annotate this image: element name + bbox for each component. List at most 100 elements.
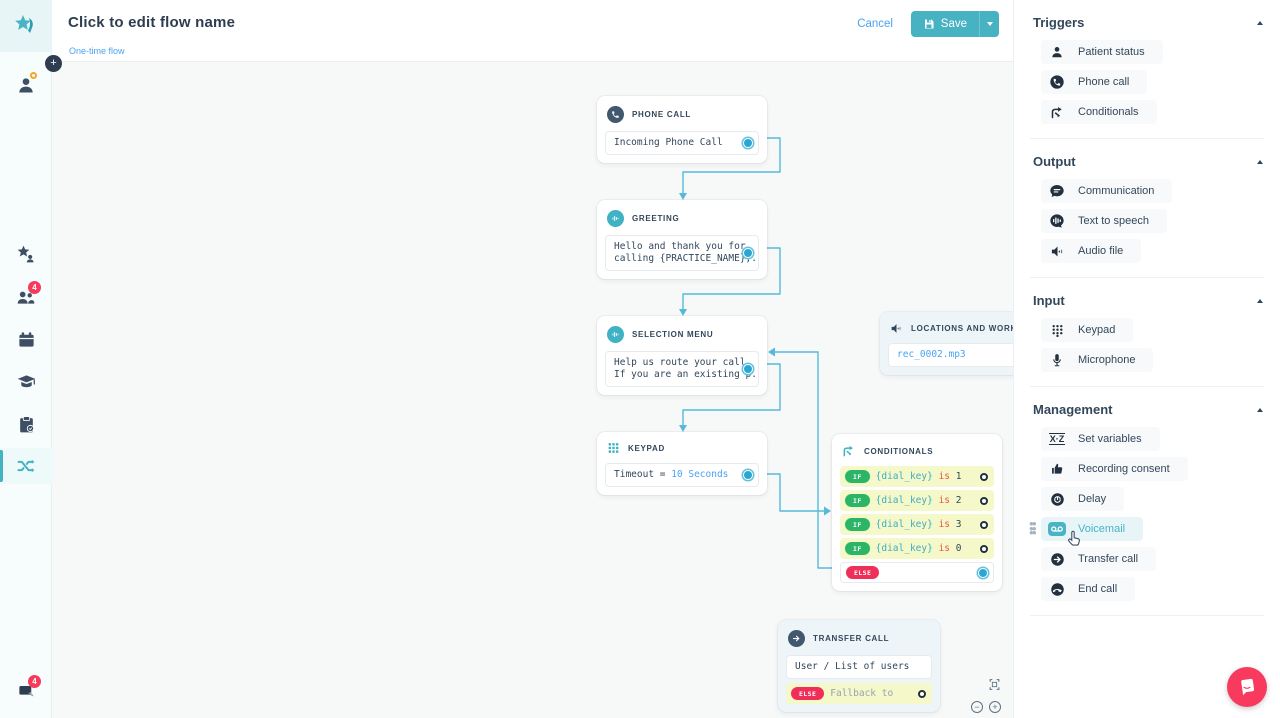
keypad-timeout-row[interactable]: Timeout = 10 Seconds <box>605 463 759 487</box>
audio-file-icon <box>1048 242 1066 260</box>
zoom-in-button[interactable]: + <box>989 701 1001 713</box>
else-row[interactable]: ELSE <box>840 562 994 583</box>
node-title: LOCATIONS AND WORKING HOURS <box>911 324 1013 333</box>
greeting-row[interactable]: Hello and thank you for calling {PRACTIC… <box>605 235 759 271</box>
node-title: GREETING <box>632 214 680 223</box>
condition-row[interactable]: IF {dial_key} is 3 <box>840 514 994 535</box>
set-variables-icon: X·Z <box>1048 433 1066 445</box>
save-dropdown-button[interactable] <box>979 11 999 37</box>
left-sidebar: 4 4 <box>0 0 52 718</box>
condition-row[interactable]: IF {dial_key} is 1 <box>840 466 994 487</box>
sidebar-item-patients[interactable]: 4 <box>0 279 52 315</box>
output-port[interactable] <box>744 471 752 479</box>
node-phone-call[interactable]: PHONE CALL Incoming Phone Call <box>597 96 767 163</box>
section-title: Output <box>1033 154 1076 169</box>
phone-call-row[interactable]: Incoming Phone Call <box>605 131 759 155</box>
transfer-fallback-row[interactable]: ELSE Fallback to <box>786 683 932 704</box>
drag-handle-icon[interactable]: ●●●●●● <box>1029 519 1037 537</box>
node-greeting[interactable]: GREETING Hello and thank you for calling… <box>597 200 767 279</box>
patients-badge: 4 <box>28 281 41 294</box>
palette-item-text-to-speech[interactable]: Text to speech <box>1041 209 1280 233</box>
zoom-out-button[interactable]: − <box>971 701 983 713</box>
if-pill: IF <box>845 518 870 531</box>
output-port[interactable] <box>744 249 752 257</box>
support-chat-button[interactable] <box>1227 667 1267 707</box>
sidebar-item-calendar[interactable] <box>0 321 52 357</box>
phone-call-row-text: Incoming Phone Call <box>614 137 723 148</box>
output-port[interactable] <box>979 568 987 577</box>
flows-shuffle-icon <box>17 459 35 473</box>
timeout-value[interactable]: 10 Seconds <box>671 469 729 480</box>
if-pill: IF <box>845 494 870 507</box>
node-title: TRANSFER CALL <box>813 634 890 643</box>
conditionals-icon <box>1048 103 1066 121</box>
output-port[interactable] <box>744 139 752 147</box>
flow-name-input[interactable]: Click to edit flow name <box>68 14 236 31</box>
collapse-caret-icon[interactable] <box>1257 298 1263 303</box>
output-port-empty[interactable] <box>980 496 988 505</box>
patients-group-icon <box>17 291 35 304</box>
block-palette: Triggers Patient status Phone call Condi… <box>1013 0 1280 718</box>
palette-item-audio-file[interactable]: Audio file <box>1041 239 1280 263</box>
else-pill: ELSE <box>846 566 880 579</box>
greeting-line1: Hello and thank you for <box>614 241 746 252</box>
palette-item-recording-consent[interactable]: Recording consent <box>1041 457 1280 481</box>
node-conditionals[interactable]: CONDITIONALS IF {dial_key} is 1 IF {dial… <box>832 434 1002 591</box>
timeout-label: Timeout = <box>614 469 672 480</box>
palette-item-end-call[interactable]: End call <box>1041 577 1280 601</box>
output-port-empty[interactable] <box>980 520 988 529</box>
output-port-empty[interactable] <box>980 544 988 553</box>
output-port[interactable] <box>744 365 752 373</box>
add-node-button[interactable]: + <box>45 55 62 72</box>
logo-star-icon <box>15 15 33 33</box>
flow-type-link[interactable]: One-time flow <box>69 46 125 56</box>
flow-canvas[interactable]: PHONE CALL Incoming Phone Call GREETING … <box>52 62 1013 718</box>
patient-status-icon <box>1048 43 1066 61</box>
palette-item-keypad[interactable]: Keypad <box>1041 318 1280 342</box>
sidebar-item-messages[interactable]: 4 <box>0 673 52 709</box>
collapse-caret-icon[interactable] <box>1257 159 1263 164</box>
palette-item-delay[interactable]: Delay <box>1041 487 1280 511</box>
transfer-target-row[interactable]: User / List of users <box>786 655 932 679</box>
end-call-icon <box>1048 580 1066 598</box>
app-logo[interactable] <box>0 0 52 52</box>
collapse-caret-icon[interactable] <box>1257 20 1263 25</box>
sidebar-item-reviews[interactable] <box>0 236 52 272</box>
keypad-icon <box>1048 321 1066 339</box>
sidebar-item-flows[interactable] <box>0 448 52 484</box>
node-keypad[interactable]: KEYPAD Timeout = 10 Seconds <box>597 432 767 495</box>
locations-audio-row[interactable]: rec_0002.mp3 <box>888 343 1013 367</box>
save-button-group: Save <box>910 11 999 37</box>
palette-item-conditionals[interactable]: Conditionals <box>1041 100 1280 124</box>
palette-item-phone-call[interactable]: Phone call <box>1041 70 1280 94</box>
collapse-caret-icon[interactable] <box>1257 407 1263 412</box>
node-transfer-call[interactable]: TRANSFER CALL User / List of users ELSE … <box>778 620 940 712</box>
condition-row[interactable]: IF {dial_key} is 0 <box>840 538 994 559</box>
fit-to-screen-button[interactable] <box>988 678 1001 696</box>
keypad-icon <box>607 442 620 455</box>
section-divider <box>1030 138 1264 139</box>
output-port-empty[interactable] <box>918 689 926 698</box>
node-selection-menu[interactable]: SELECTION MENU Help us route your call. … <box>597 316 767 395</box>
selection-menu-row[interactable]: Help us route your call. If you are an e… <box>605 351 759 387</box>
sidebar-item-forms[interactable] <box>0 406 52 442</box>
save-button[interactable]: Save <box>910 11 979 37</box>
sidebar-item-education[interactable] <box>0 363 52 399</box>
palette-item-microphone[interactable]: Microphone <box>1041 348 1280 372</box>
cancel-button[interactable]: Cancel <box>857 18 893 30</box>
sidebar-item-profile[interactable] <box>0 67 52 103</box>
node-title: KEYPAD <box>628 444 665 453</box>
palette-item-set-variables[interactable]: X·Z Set variables <box>1041 427 1280 451</box>
node-locations-audio[interactable]: LOCATIONS AND WORKING HOURS rec_0002.mp3 <box>880 312 1013 375</box>
palette-item-transfer-call[interactable]: Transfer call <box>1041 547 1280 571</box>
palette-item-patient-status[interactable]: Patient status <box>1041 40 1280 64</box>
section-divider <box>1030 277 1264 278</box>
palette-item-voicemail[interactable]: ●●●●●● Voicemail <box>1029 517 1280 546</box>
graduation-cap-icon <box>17 374 35 387</box>
chat-bubble-icon <box>1241 678 1255 696</box>
node-title: SELECTION MENU <box>632 330 714 339</box>
condition-row[interactable]: IF {dial_key} is 2 <box>840 490 994 511</box>
output-port-empty[interactable] <box>980 472 988 481</box>
palette-item-communication[interactable]: Communication <box>1041 179 1280 203</box>
